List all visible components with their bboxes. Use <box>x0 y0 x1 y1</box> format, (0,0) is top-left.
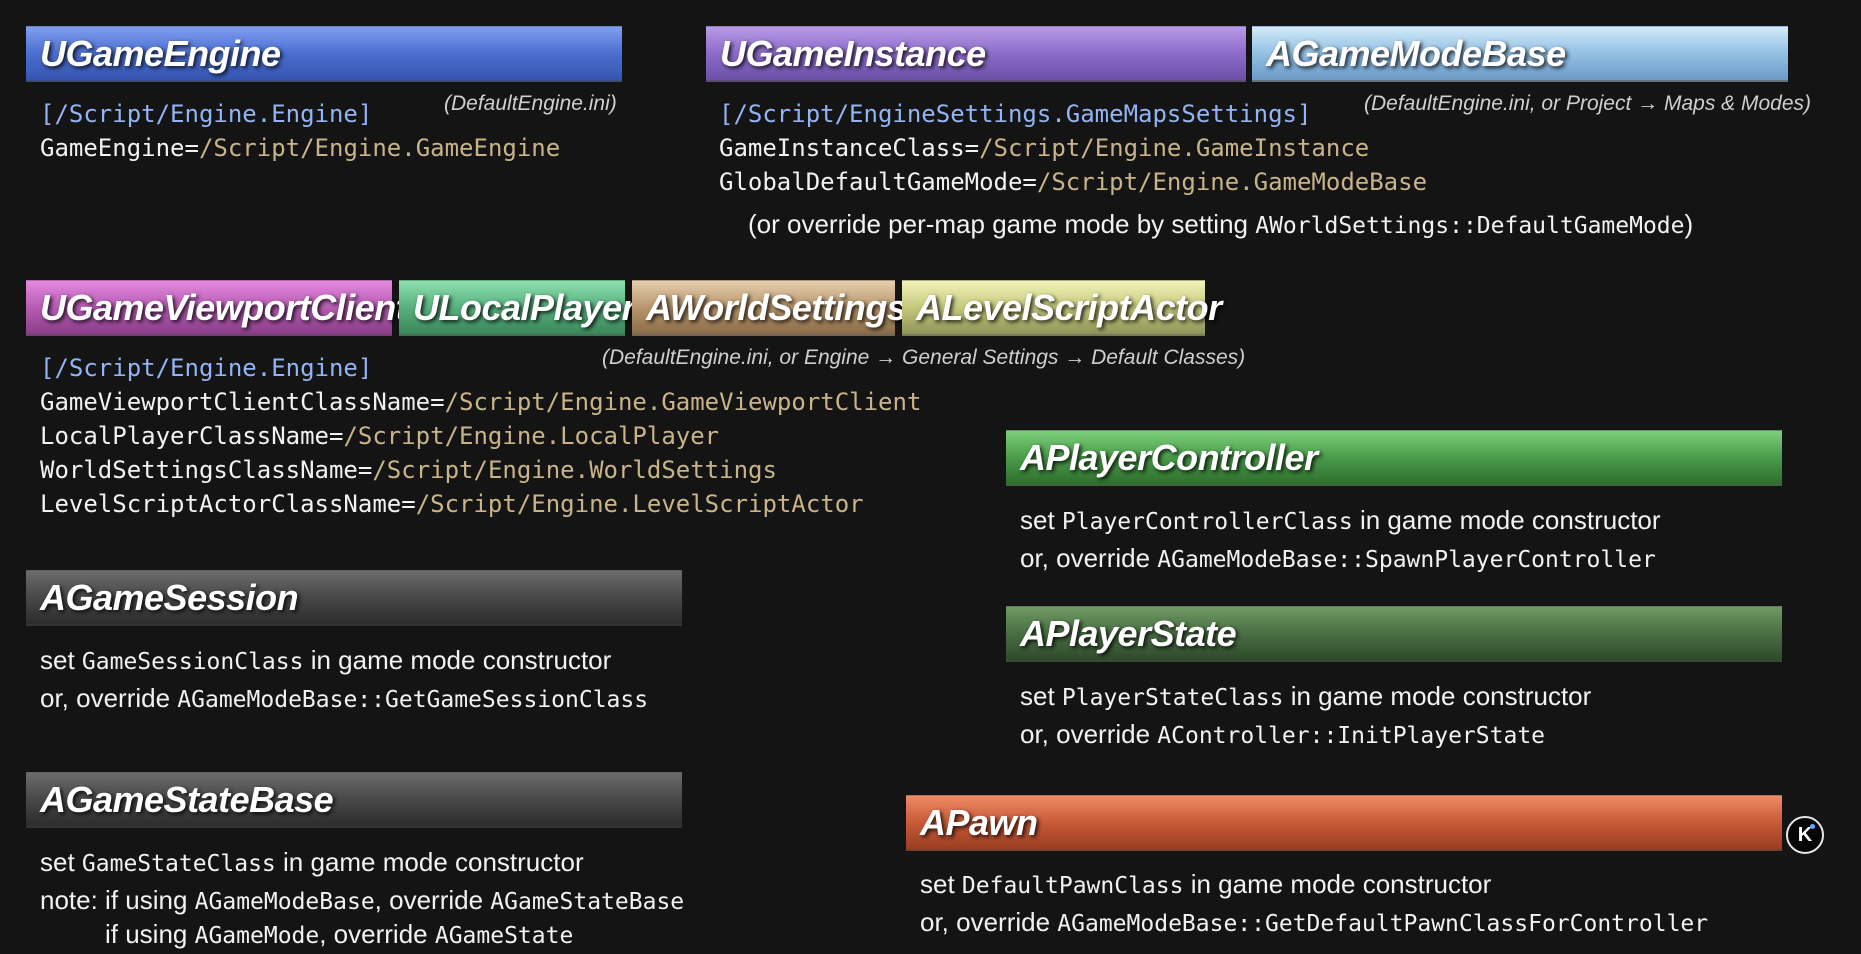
desc-text: or, override <box>920 907 1058 937</box>
config-key: GameViewportClientClassName= <box>40 388 445 416</box>
desc-text: set <box>1020 681 1062 711</box>
k-logo-icon: K <box>1786 816 1824 854</box>
ugameinstance-config: [/Script/EngineSettings.GameMapsSettings… <box>719 97 1427 199</box>
ini-section: [/Script/Engine.Engine] <box>40 354 373 382</box>
ugameinstance-header: UGameInstance <box>706 26 1246 82</box>
agamesession-header: AGameSession <box>26 570 682 626</box>
agamestatebase-desc: set GameStateClass in game mode construc… <box>40 844 684 920</box>
ugameviewportclient-header: UGameViewportClient <box>26 280 408 336</box>
agamestatebase-header: AGameStateBase <box>26 772 682 828</box>
apawn-header: APawn <box>906 795 1782 851</box>
ini-section: [/Script/Engine.Engine] <box>40 100 373 128</box>
config-key: GameInstanceClass= <box>719 134 980 162</box>
desc-code: DefaultPawnClass <box>961 873 1184 899</box>
ugameengine-note: (DefaultEngine.ini) <box>444 92 617 115</box>
aplayerstate-desc: set PlayerStateClass in game mode constr… <box>1020 678 1591 754</box>
desc-text: in game mode constructor <box>1352 505 1661 535</box>
aplayercontroller-header: APlayerController <box>1006 430 1782 486</box>
desc-text: , override <box>374 885 491 915</box>
desc-text: in game mode constructor <box>1183 869 1492 899</box>
desc-text: or, override <box>1020 719 1158 749</box>
desc-text: set <box>40 847 82 877</box>
desc-text: in game mode constructor <box>303 645 612 675</box>
config-value: /Script/Engine.GameInstance <box>979 134 1370 162</box>
classes-note: (DefaultEngine.ini, or Engine → General … <box>602 346 1246 369</box>
desc-code: PlayerStateClass <box>1061 685 1284 711</box>
desc-code: PlayerControllerClass <box>1061 509 1353 535</box>
config-key: LevelScriptActorClassName= <box>40 490 416 518</box>
config-value: /Script/Engine.LevelScriptActor <box>415 490 864 518</box>
ulocalplayer-header: ULocalPlayer <box>399 280 636 336</box>
desc-text: if using <box>105 919 195 949</box>
desc-code: AGameState <box>434 923 574 949</box>
aworldsettings-header: AWorldSettings <box>632 280 907 336</box>
desc-code: GameSessionClass <box>81 649 304 675</box>
gamemode-override-note: (or override per-map game mode by settin… <box>748 206 1693 244</box>
agamestatebase-desc-line3: if using AGameMode, override AGameState <box>105 916 573 954</box>
desc-code: AGameModeBase::SpawnPlayerController <box>1157 547 1656 573</box>
desc-text: set <box>1020 505 1062 535</box>
desc-code: AGameModeBase::GetGameSessionClass <box>177 687 649 713</box>
desc-code: AGameModeBase <box>194 889 375 915</box>
ini-section: [/Script/EngineSettings.GameMapsSettings… <box>719 100 1312 128</box>
config-key: GlobalDefaultGameMode= <box>719 168 1037 196</box>
desc-text: , override <box>319 919 435 949</box>
desc-text: in game mode constructor <box>275 847 584 877</box>
desc-text: set <box>40 645 82 675</box>
config-value: /Script/Engine.LocalPlayer <box>343 422 720 450</box>
config-value: /Script/Engine.GameViewportClient <box>444 388 922 416</box>
config-key: WorldSettingsClassName= <box>40 456 373 484</box>
aplayercontroller-desc: set PlayerControllerClass in game mode c… <box>1020 502 1661 578</box>
config-value: /Script/Engine.GameEngine <box>198 134 561 162</box>
desc-text: in game mode constructor <box>1283 681 1592 711</box>
config-value: /Script/Engine.GameModeBase <box>1036 168 1428 196</box>
agamemodebase-note: (DefaultEngine.ini, or Project → Maps & … <box>1364 92 1812 115</box>
alevelscriptactor-header: ALevelScriptActor <box>902 280 1222 336</box>
classes-config: [/Script/Engine.Engine] GameViewportClie… <box>40 351 921 521</box>
override-close: ) <box>1684 209 1694 239</box>
badge-dot <box>1810 824 1815 829</box>
desc-code: AController::InitPlayerState <box>1157 723 1546 749</box>
badge-label: K <box>1797 823 1813 846</box>
agamesession-desc: set GameSessionClass in game mode constr… <box>40 642 648 718</box>
config-value: /Script/Engine.WorldSettings <box>372 456 777 484</box>
desc-text: or, override <box>1020 543 1158 573</box>
desc-text: or, override <box>40 683 178 713</box>
aplayerstate-header: APlayerState <box>1006 606 1782 662</box>
desc-code: AGameMode <box>194 923 320 949</box>
config-key: GameEngine= <box>40 134 199 162</box>
ugameengine-header: UGameEngine <box>26 26 622 82</box>
apawn-desc: set DefaultPawnClass in game mode constr… <box>920 866 1708 942</box>
desc-text: note: if using <box>40 885 195 915</box>
override-text: (or override per-map game mode by settin… <box>748 209 1256 239</box>
agamemodebase-header: AGameModeBase <box>1252 26 1788 82</box>
desc-code: AGameStateBase <box>490 889 685 915</box>
ugameengine-config: [/Script/Engine.Engine] GameEngine=/Scri… <box>40 97 560 165</box>
config-key: LocalPlayerClassName= <box>40 422 344 450</box>
desc-code: GameStateClass <box>81 851 276 877</box>
desc-text: set <box>920 869 962 899</box>
desc-code: AGameModeBase::GetDefaultPawnClassForCon… <box>1057 911 1709 937</box>
override-code: AWorldSettings::DefaultGameMode <box>1255 213 1685 239</box>
